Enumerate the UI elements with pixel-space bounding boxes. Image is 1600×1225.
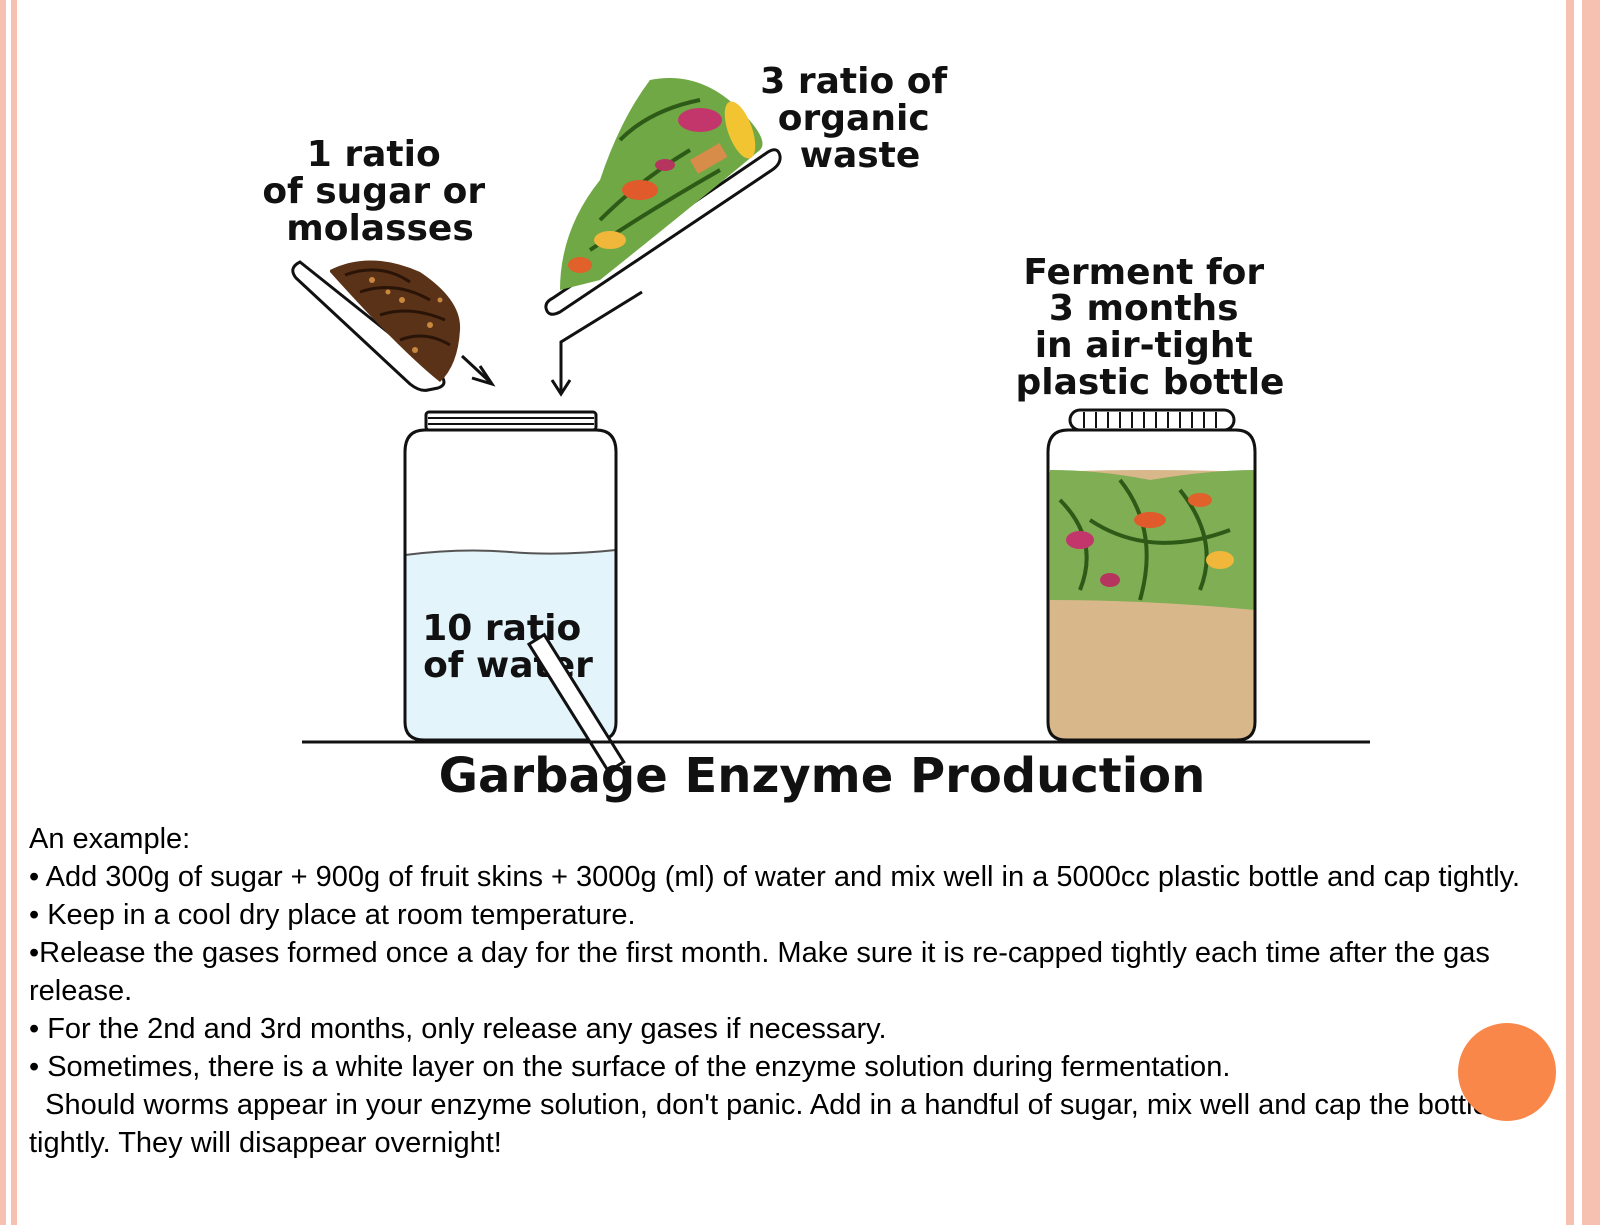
slide-border-left-inner xyxy=(11,0,17,1225)
organic-waste-label: 3 ratio of organic waste xyxy=(760,61,959,176)
decorative-orange-circle xyxy=(1458,1023,1556,1121)
sugar-label: 1 ratio of sugar or molasses xyxy=(262,134,497,249)
water-jar-illustration xyxy=(403,410,618,742)
organic-waste-tray-illustration xyxy=(544,78,782,316)
ferment-label: Ferment for 3 months in air-tight plasti… xyxy=(1016,252,1285,403)
slide-border-left-outer xyxy=(0,0,6,1225)
waste-arrow-icon xyxy=(550,290,643,397)
sugar-arrow-icon xyxy=(460,354,496,387)
slide-border-right-outer xyxy=(1582,0,1600,1225)
example-step: Should worms appear in your enzyme solut… xyxy=(29,1089,1489,1159)
fermenting-bottle-illustration xyxy=(1046,408,1257,742)
diagram-title: Garbage Enzyme Production xyxy=(439,748,1206,804)
example-step: • Keep in a cool dry place at room tempe… xyxy=(29,899,636,931)
example-step: • Add 300g of sugar + 900g of fruit skin… xyxy=(29,861,1521,893)
water-label: 10 ratio of water xyxy=(422,608,594,686)
slide-border-right-inner xyxy=(1566,0,1574,1225)
example-step: •Release the gases formed once a day for… xyxy=(29,937,1498,1007)
jar-lid-illustration xyxy=(526,632,626,774)
sugar-scoop-illustration xyxy=(291,260,461,392)
example-text-block: An example: • Add 300g of sugar + 900g o… xyxy=(29,820,1569,1162)
garbage-enzyme-diagram: 1 ratio of sugar or molasses 3 ratio of … xyxy=(262,61,1370,804)
example-heading: An example: xyxy=(29,823,191,855)
example-step: • For the 2nd and 3rd months, only relea… xyxy=(29,1013,887,1045)
example-step: • Sometimes, there is a white layer on t… xyxy=(29,1051,1231,1083)
